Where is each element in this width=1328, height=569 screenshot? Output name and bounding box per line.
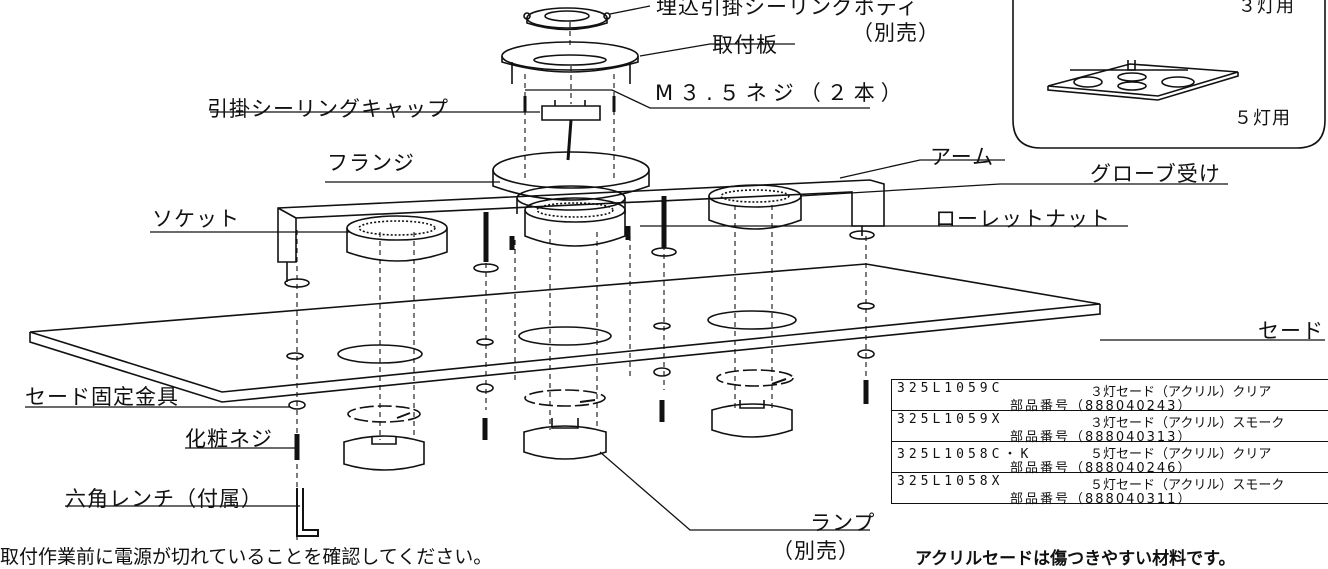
inset-frame	[1012, 0, 1326, 149]
part-code: 325L1058C・K	[897, 447, 1033, 462]
label-knurl-nut: ローレットナット	[935, 207, 1111, 231]
inset-5-lamp-shade-drawing	[1047, 60, 1239, 101]
inset-label-3: ３灯用	[1238, 0, 1295, 17]
part-code: 325L1059X	[897, 412, 1004, 427]
hex-wrench-drawing	[296, 488, 319, 537]
ceiling-cap-drawing	[541, 100, 601, 161]
label-flange: フランジ	[327, 151, 415, 175]
label-mounting-plate: 取付板	[712, 33, 778, 57]
label-ceiling-body-note: （別売）	[852, 21, 940, 45]
label-lamp: ランプ	[810, 511, 876, 535]
label-shade-bracket: セード固定金具	[25, 385, 179, 409]
leader-lines	[25, 5, 1325, 531]
part-desc: ５灯セード（アクリル）スモーク	[1090, 478, 1285, 493]
label-ceiling-body: 埋込引掛シーリングボディ	[656, 0, 919, 19]
warning-text: 取付作業前に電源が切れていることを確認してください。	[0, 546, 493, 568]
label-arm: アーム	[930, 145, 995, 169]
acrylic-note: アクリルセードは傷つきやすい材料です。	[915, 549, 1236, 569]
table-row: 325L1058C・K ５灯セード（アクリル）クリア 部品番号（88804024…	[892, 441, 1328, 476]
part-desc: ５灯セード（アクリル）クリア	[1090, 447, 1272, 462]
parts-table: 325L1059C ３灯セード（アクリル）クリア 部品番号（888040243）…	[891, 379, 1328, 507]
label-deco-screw: 化粧ネジ	[185, 427, 273, 451]
label-socket: ソケット	[152, 207, 240, 231]
label-ceiling-cap: 引掛シーリングキャップ	[207, 97, 449, 121]
part-desc: ３灯セード（アクリル）クリア	[1090, 385, 1272, 400]
label-hex-wrench: 六角レンチ（付属）	[65, 487, 263, 511]
center-socket-drawing	[524, 197, 626, 247]
mounting-plate-drawing	[501, 41, 639, 84]
ceiling-body-drawing	[523, 7, 611, 31]
shade-drawing	[29, 263, 1101, 403]
part-code: 325L1059C	[897, 381, 1004, 396]
part-number: 部品番号（888040311）	[1010, 492, 1193, 507]
lamp-drawing	[343, 400, 793, 471]
inset-label-5: ５灯用	[1234, 108, 1291, 129]
table-row: 325L1058X ５灯セード（アクリル）スモーク 部品番号（888040311…	[892, 472, 1328, 507]
globe-holder-drawing	[708, 184, 802, 230]
label-globe-holder: グローブ受け	[1090, 162, 1221, 186]
table-row: 325L1059C ３灯セード（アクリル）クリア 部品番号（888040243）	[892, 380, 1328, 414]
label-lamp-note: （別売）	[772, 539, 860, 563]
label-screw: M３.５ネジ（２本）	[655, 81, 908, 105]
part-code: 325L1058X	[897, 474, 1004, 489]
label-shade: セード	[1258, 319, 1324, 343]
rotation-arrows	[347, 369, 794, 423]
table-row: 325L1059X ３灯セード（アクリル）スモーク 部品番号（888040313…	[892, 410, 1328, 445]
flange-drawing	[492, 151, 650, 214]
arm-drawing	[277, 179, 885, 263]
part-desc: ３灯セード（アクリル）スモーク	[1090, 416, 1285, 431]
socket-drawing	[346, 215, 448, 262]
